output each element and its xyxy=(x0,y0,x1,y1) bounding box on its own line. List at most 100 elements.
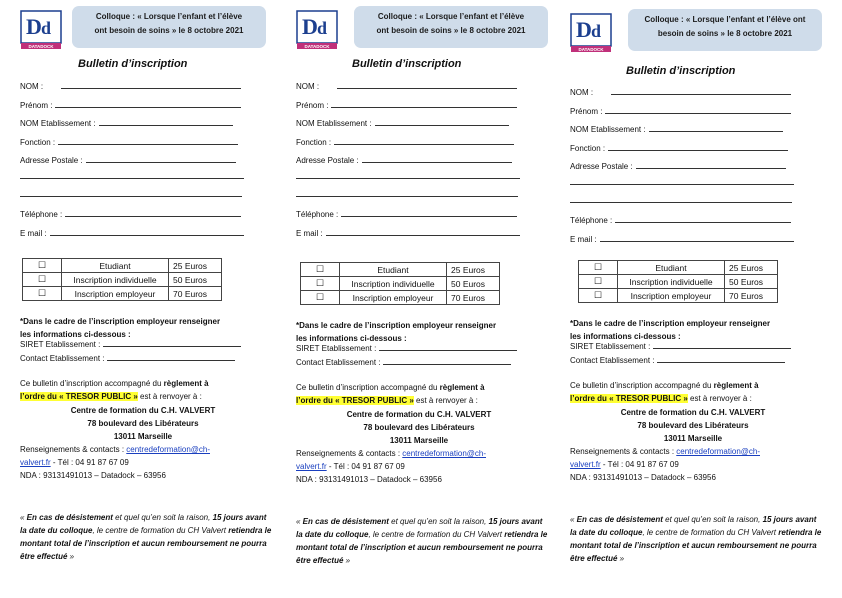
datadock-logo: D d DATADOCK xyxy=(20,10,62,49)
postal-address: Centre de formation du C.H. VALVERT 78 b… xyxy=(346,410,492,445)
event-header: Colloque : « Lorsque l’enfant et l’élève… xyxy=(354,6,548,48)
price-row: ☐ Inscription individuelle 50 Euros xyxy=(300,276,500,291)
nom-field[interactable]: NOM : xyxy=(296,82,518,91)
adresse-line-3[interactable] xyxy=(570,202,792,203)
prenom-field[interactable]: Prénom : xyxy=(570,107,792,116)
header-line-2: ont besoin de soins » le 8 octobre 2021 xyxy=(376,26,526,35)
payment-note: Ce bulletin d’inscription accompagné du … xyxy=(20,379,209,401)
price-label: Inscription employeur xyxy=(61,286,169,301)
price-value: 25 Euros xyxy=(446,262,500,277)
event-header: Colloque : « Lorsque l’enfant et l’élève… xyxy=(72,6,266,48)
adresse-line-3[interactable] xyxy=(20,196,242,197)
telephone-field[interactable]: Téléphone : xyxy=(20,210,242,219)
email-field[interactable]: E mail : xyxy=(296,229,520,238)
svg-text:d: d xyxy=(591,21,601,41)
nom-field[interactable]: NOM : xyxy=(570,88,792,97)
email-link[interactable]: centredeformation@ch- xyxy=(126,445,210,454)
adresse-line-2[interactable] xyxy=(296,178,520,179)
price-row: ☐ Inscription employeur 70 Euros xyxy=(300,290,500,305)
checkbox-individuelle[interactable]: ☐ xyxy=(22,272,62,287)
event-header: Colloque : « Lorsque l’enfant et l’élève… xyxy=(628,9,822,51)
tresor-public-highlight: l’ordre du « TRESOR PUBLIC » xyxy=(20,392,138,401)
price-row: ☐ Etudiant 25 Euros xyxy=(578,260,778,275)
checkbox-etudiant[interactable]: ☐ xyxy=(578,260,618,275)
price-value: 25 Euros xyxy=(724,260,778,275)
cancellation-policy: « En cas de désistement et quel qu’en so… xyxy=(20,513,272,561)
prenom-field[interactable]: Prénom : xyxy=(296,101,518,110)
header-line-2: besoin de soins » le 8 octobre 2021 xyxy=(657,29,793,38)
svg-text:d: d xyxy=(41,18,51,38)
adresse-line-2[interactable] xyxy=(20,178,244,179)
fonction-field[interactable]: Fonction : xyxy=(296,138,515,147)
siret-field[interactable]: SIRET Etablissement : xyxy=(570,342,792,351)
adresse-field[interactable]: Adresse Postale : xyxy=(20,156,236,165)
employer-note: *Dans le cadre de l’inscription employeu… xyxy=(20,317,221,339)
email-link[interactable]: centredeformation@ch- xyxy=(676,447,760,456)
telephone-field[interactable]: Téléphone : xyxy=(296,210,518,219)
payment-note: Ce bulletin d’inscription accompagné du … xyxy=(570,381,759,403)
contacts-block: Renseignements & contacts : centredeform… xyxy=(296,449,486,484)
telephone-field[interactable]: Téléphone : xyxy=(570,216,792,225)
registration-panel: D d DATADOCK Colloque : « Lorsque l’enfa… xyxy=(570,3,832,598)
svg-text:DATADOCK: DATADOCK xyxy=(578,47,604,52)
tresor-public-highlight: l’ordre du « TRESOR PUBLIC » xyxy=(570,394,688,403)
price-table: ☐ Etudiant 25 Euros ☐ Inscription indivi… xyxy=(22,258,222,301)
fonction-field[interactable]: Fonction : xyxy=(20,138,239,147)
contact-field[interactable]: Contact Etablissement : xyxy=(20,354,236,363)
contacts-block: Renseignements & contacts : centredeform… xyxy=(20,445,210,480)
checkbox-etudiant[interactable]: ☐ xyxy=(22,258,62,273)
email-field[interactable]: E mail : xyxy=(20,229,244,238)
siret-field[interactable]: SIRET Etablissement : xyxy=(20,340,242,349)
employer-note: *Dans le cadre de l’inscription employeu… xyxy=(570,319,771,341)
email-link-cont[interactable]: valvert.fr xyxy=(296,462,327,471)
adresse-field[interactable]: Adresse Postale : xyxy=(296,156,512,165)
employer-note: *Dans le cadre de l’inscription employeu… xyxy=(296,321,497,343)
price-label: Inscription employeur xyxy=(617,288,725,303)
contacts-block: Renseignements & contacts : centredeform… xyxy=(570,447,760,482)
adresse-field[interactable]: Adresse Postale : xyxy=(570,162,786,171)
checkbox-individuelle[interactable]: ☐ xyxy=(300,276,340,291)
etablissement-field[interactable]: NOM Etablissement : xyxy=(296,119,509,128)
prenom-field[interactable]: Prénom : xyxy=(20,101,242,110)
checkbox-employeur[interactable]: ☐ xyxy=(300,290,340,305)
price-value: 50 Euros xyxy=(446,276,500,291)
fonction-field[interactable]: Fonction : xyxy=(570,144,789,153)
contact-field[interactable]: Contact Etablissement : xyxy=(296,358,512,367)
header-line-1: Colloque : « Lorsque l’enfant et l’élève… xyxy=(644,15,806,24)
checkbox-individuelle[interactable]: ☐ xyxy=(578,274,618,289)
price-row: ☐ Inscription individuelle 50 Euros xyxy=(22,272,222,287)
svg-text:D: D xyxy=(576,17,592,42)
svg-text:d: d xyxy=(317,18,327,38)
cancellation-policy: « En cas de désistement et quel qu’en so… xyxy=(570,515,822,563)
adresse-line-3[interactable] xyxy=(296,196,518,197)
checkbox-employeur[interactable]: ☐ xyxy=(22,286,62,301)
registration-panel: D d DATADOCK Colloque : « Lorsque l’enfa… xyxy=(20,0,282,595)
contact-field[interactable]: Contact Etablissement : xyxy=(570,356,786,365)
etablissement-field[interactable]: NOM Etablissement : xyxy=(20,119,233,128)
form-title: Bulletin d’inscription xyxy=(352,58,462,70)
email-link-cont[interactable]: valvert.fr xyxy=(570,460,601,469)
price-label: Inscription employeur xyxy=(339,290,447,305)
siret-field[interactable]: SIRET Etablissement : xyxy=(296,344,518,353)
price-table: ☐ Etudiant 25 Euros ☐ Inscription indivi… xyxy=(578,260,778,303)
header-line-1: Colloque : « Lorsque l’enfant et l’élève xyxy=(377,12,525,21)
svg-text:D: D xyxy=(302,14,318,39)
price-value: 70 Euros xyxy=(724,288,778,303)
adresse-line-2[interactable] xyxy=(570,184,794,185)
checkbox-etudiant[interactable]: ☐ xyxy=(300,262,340,277)
price-value: 25 Euros xyxy=(168,258,222,273)
nom-field[interactable]: NOM : xyxy=(20,82,242,91)
email-field[interactable]: E mail : xyxy=(570,235,794,244)
svg-text:DATADOCK: DATADOCK xyxy=(28,44,54,49)
price-row: ☐ Inscription individuelle 50 Euros xyxy=(578,274,778,289)
svg-text:DATADOCK: DATADOCK xyxy=(304,44,330,49)
email-link-cont[interactable]: valvert.fr xyxy=(20,458,51,467)
payment-note: Ce bulletin d’inscription accompagné du … xyxy=(296,383,485,405)
price-row: ☐ Etudiant 25 Euros xyxy=(300,262,500,277)
email-link[interactable]: centredeformation@ch- xyxy=(402,449,486,458)
postal-address: Centre de formation du C.H. VALVERT 78 b… xyxy=(70,406,216,441)
etablissement-field[interactable]: NOM Etablissement : xyxy=(570,125,783,134)
checkbox-employeur[interactable]: ☐ xyxy=(578,288,618,303)
form-title: Bulletin d’inscription xyxy=(78,58,188,70)
price-value: 50 Euros xyxy=(168,272,222,287)
